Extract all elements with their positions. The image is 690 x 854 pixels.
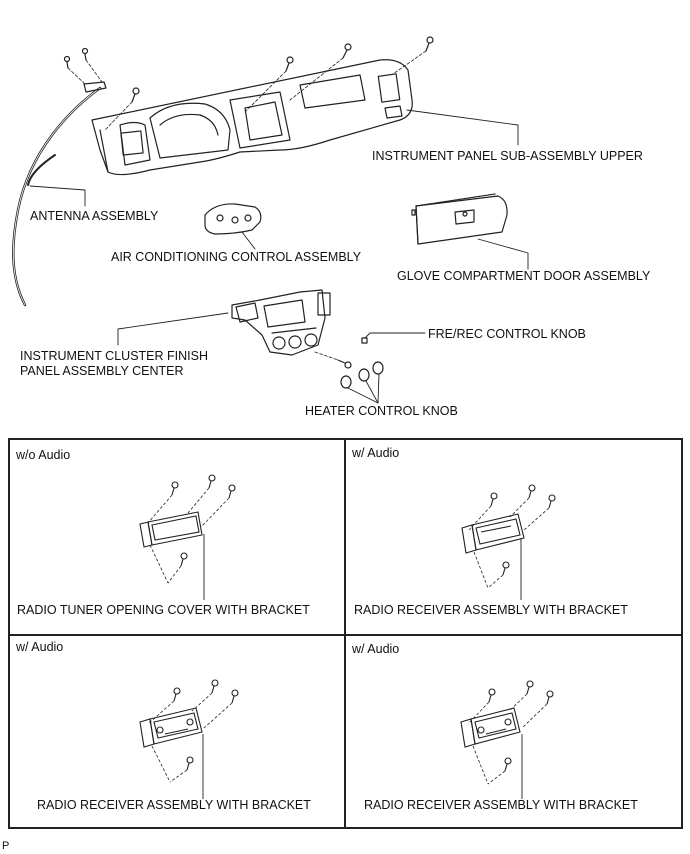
screw-icon — [186, 756, 194, 771]
variant-condition: w/ Audio — [352, 446, 400, 460]
screw-icon — [502, 561, 510, 576]
label-cluster-finish-line1: INSTRUMENT CLUSTER FINISH — [20, 349, 208, 363]
variant-cell: w/ Audio — [10, 636, 344, 829]
radio-receiver-drawing — [139, 679, 239, 799]
variant-caption: RADIO RECEIVER ASSEMBLY WITH BRACKET — [354, 603, 628, 617]
label-cluster-finish-line2: PANEL ASSEMBLY CENTER — [20, 364, 184, 378]
exploded-view-artwork — [12, 36, 529, 404]
ac-control-drawing — [204, 203, 262, 235]
instrument-panel-upper-drawing — [91, 59, 413, 176]
label-instrument-panel-upper: INSTRUMENT PANEL SUB-ASSEMBLY UPPER — [372, 149, 643, 163]
screw-icon — [425, 36, 434, 52]
radio-receiver-drawing — [461, 484, 556, 600]
cluster-finish-panel-drawing — [231, 289, 331, 356]
screw-icon — [171, 481, 179, 496]
screw-icon — [526, 680, 534, 695]
glove-compartment-drawing — [411, 193, 508, 245]
screw-icon — [208, 474, 216, 489]
radio-receiver-drawing — [460, 680, 554, 799]
screw-icon — [81, 47, 89, 61]
screw-icon — [548, 494, 556, 509]
variant-caption: RADIO TUNER OPENING COVER WITH BRACKET — [17, 603, 310, 617]
variant-cell: w/o Audio RADIO TUNER OPENI — [10, 440, 344, 634]
screw-icon — [546, 690, 554, 705]
variant-condition: w/ Audio — [16, 640, 64, 654]
footer-code: P — [2, 840, 10, 852]
grid-divider-vertical — [344, 440, 346, 827]
grid-divider-horizontal — [10, 634, 681, 636]
variant-condition: w/ Audio — [352, 642, 400, 656]
variant-cell: w/ Audio RADIO REC — [346, 440, 681, 634]
screw-icon — [490, 492, 498, 507]
label-fre-rec-control-knob: FRE/REC CONTROL KNOB — [428, 327, 586, 341]
screw-icon — [63, 55, 71, 69]
variant-condition: w/o Audio — [16, 448, 71, 462]
screw-icon — [180, 552, 188, 567]
antenna-cable — [12, 86, 102, 307]
screw-icon — [342, 43, 352, 59]
screw-icon — [131, 87, 140, 103]
radio-tuner-cover-drawing — [139, 474, 236, 600]
antenna-lead — [27, 154, 56, 186]
variant-cell: w/ Audio — [346, 636, 681, 829]
fre-rec-knob-drawing — [361, 337, 368, 344]
screw-icon — [228, 484, 236, 499]
screw-icon — [528, 484, 536, 499]
screw-icon — [285, 56, 294, 72]
heater-knob-drawing — [340, 361, 384, 389]
screw-icon — [504, 757, 512, 772]
label-heater-control-knob: HEATER CONTROL KNOB — [305, 404, 458, 418]
label-ac-control-assembly: AIR CONDITIONING CONTROL ASSEMBLY — [111, 250, 362, 264]
screw-icon — [488, 688, 496, 703]
variant-caption: RADIO RECEIVER ASSEMBLY WITH BRACKET — [37, 798, 311, 812]
screw-icon — [231, 689, 239, 704]
screw-icon — [337, 359, 352, 369]
label-antenna-assembly: ANTENNA ASSEMBLY — [30, 209, 159, 223]
antenna-bracket — [83, 81, 107, 93]
label-glove-compartment-door: GLOVE COMPARTMENT DOOR ASSEMBLY — [397, 269, 651, 283]
screw-icon — [173, 687, 181, 702]
variants-grid: w/o Audio RADIO TUNER OPENI — [8, 438, 683, 829]
screw-icon — [211, 679, 219, 694]
variant-caption: RADIO RECEIVER ASSEMBLY WITH BRACKET — [364, 798, 638, 812]
